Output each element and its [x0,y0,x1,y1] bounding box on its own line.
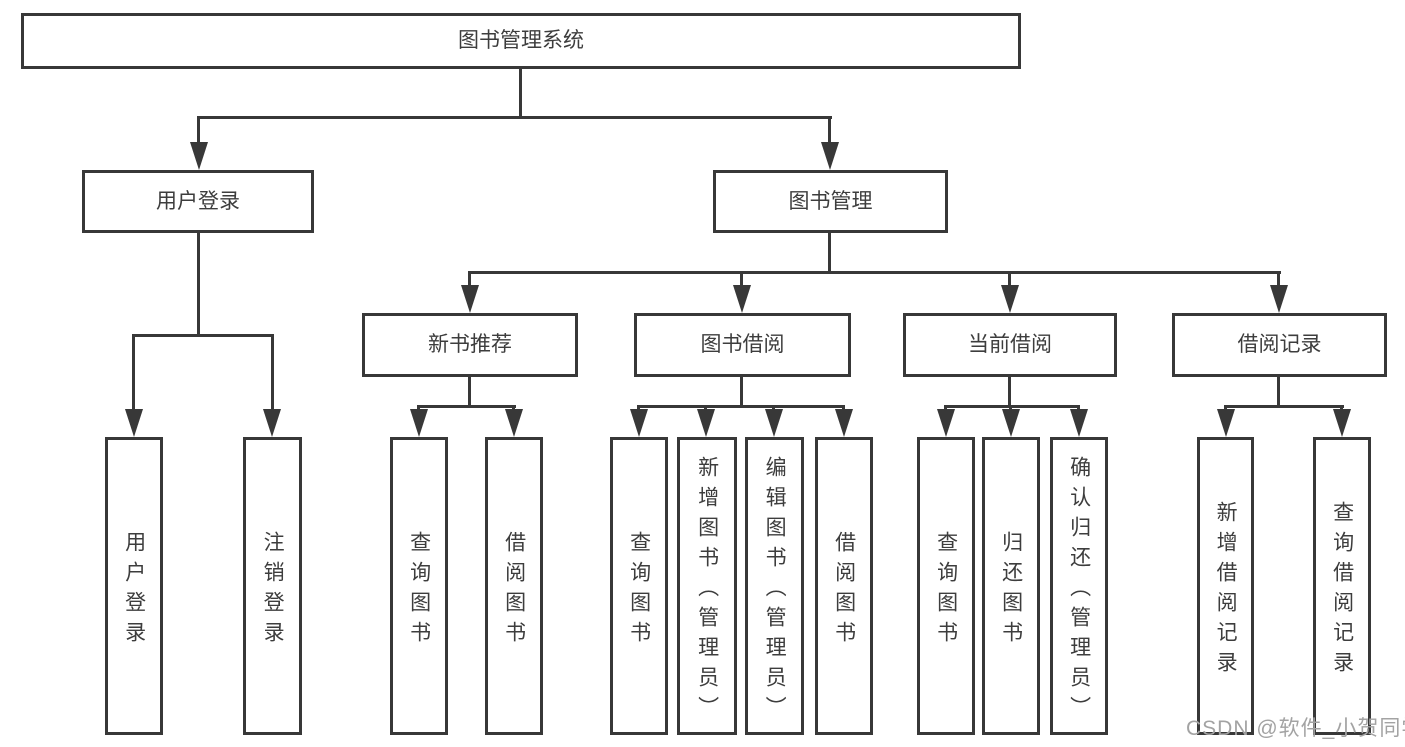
leaf-confirm-return-admin: 确认归还（管理员） [1050,437,1108,735]
connector-line [740,377,743,408]
connector-line [519,69,522,118]
leaf-query-books-borrowing: 查询图书 [610,437,668,735]
connector-line [740,271,743,289]
leaf-add-books-admin: 新增图书（管理员） [677,437,737,735]
arrowhead-down-icon [125,409,143,437]
arrowhead-down-icon [821,142,839,170]
arrowhead-down-icon [630,409,648,437]
node-new-book-recommend: 新书推荐 [362,313,578,377]
arrowhead-down-icon [697,409,715,437]
csdn-watermark: CSDN @软件_小贺同学 [1186,717,1405,740]
arrowhead-down-icon [461,285,479,313]
arrowhead-down-icon [1070,409,1088,437]
connector-line [197,233,200,337]
leaf-logout: 注销登录 [243,437,302,735]
node-book-borrowing: 图书借阅 [634,313,851,377]
connector-line [1277,271,1280,289]
connector-line [197,116,200,144]
arrowhead-down-icon [1333,409,1351,437]
leaf-edit-books-admin: 编辑图书（管理员） [745,437,804,735]
leaf-query-books-current: 查询图书 [917,437,975,735]
arrowhead-down-icon [505,409,523,437]
connector-line [468,271,1281,274]
connector-line [197,116,832,119]
leaf-add-borrow-record: 新增借阅记录 [1197,437,1254,735]
arrowhead-down-icon [937,409,955,437]
leaf-borrow-books-borrowing: 借阅图书 [815,437,873,735]
connector-line [828,233,831,274]
arrowhead-down-icon [835,409,853,437]
connector-line [132,334,274,337]
leaf-return-books: 归还图书 [982,437,1040,735]
node-book-management: 图书管理 [713,170,948,233]
leaf-query-borrow-record: 查询借阅记录 [1313,437,1371,735]
connector-line [271,334,274,412]
leaf-user-login: 用户登录 [105,437,163,735]
connector-line [944,405,1080,408]
connector-line [828,116,831,144]
leaf-borrow-books-recommend: 借阅图书 [485,437,543,735]
arrowhead-down-icon [190,142,208,170]
arrowhead-down-icon [263,409,281,437]
connector-line [468,377,471,408]
node-library-management-system: 图书管理系统 [21,13,1021,69]
node-current-borrowing: 当前借阅 [903,313,1117,377]
arrowhead-down-icon [1001,285,1019,313]
arrowhead-down-icon [1270,285,1288,313]
connector-line [468,271,471,289]
node-user-login: 用户登录 [82,170,314,233]
arrowhead-down-icon [1002,409,1020,437]
leaf-query-books-recommend: 查询图书 [390,437,448,735]
connector-line [1224,405,1344,408]
connector-line [637,405,845,408]
connector-line [1008,377,1011,408]
connector-line [1277,377,1280,408]
arrowhead-down-icon [1217,409,1235,437]
arrowhead-down-icon [733,285,751,313]
connector-line [1008,271,1011,289]
arrowhead-down-icon [765,409,783,437]
arrowhead-down-icon [410,409,428,437]
connector-line [132,334,135,412]
node-borrow-records: 借阅记录 [1172,313,1387,377]
connector-line [417,405,516,408]
